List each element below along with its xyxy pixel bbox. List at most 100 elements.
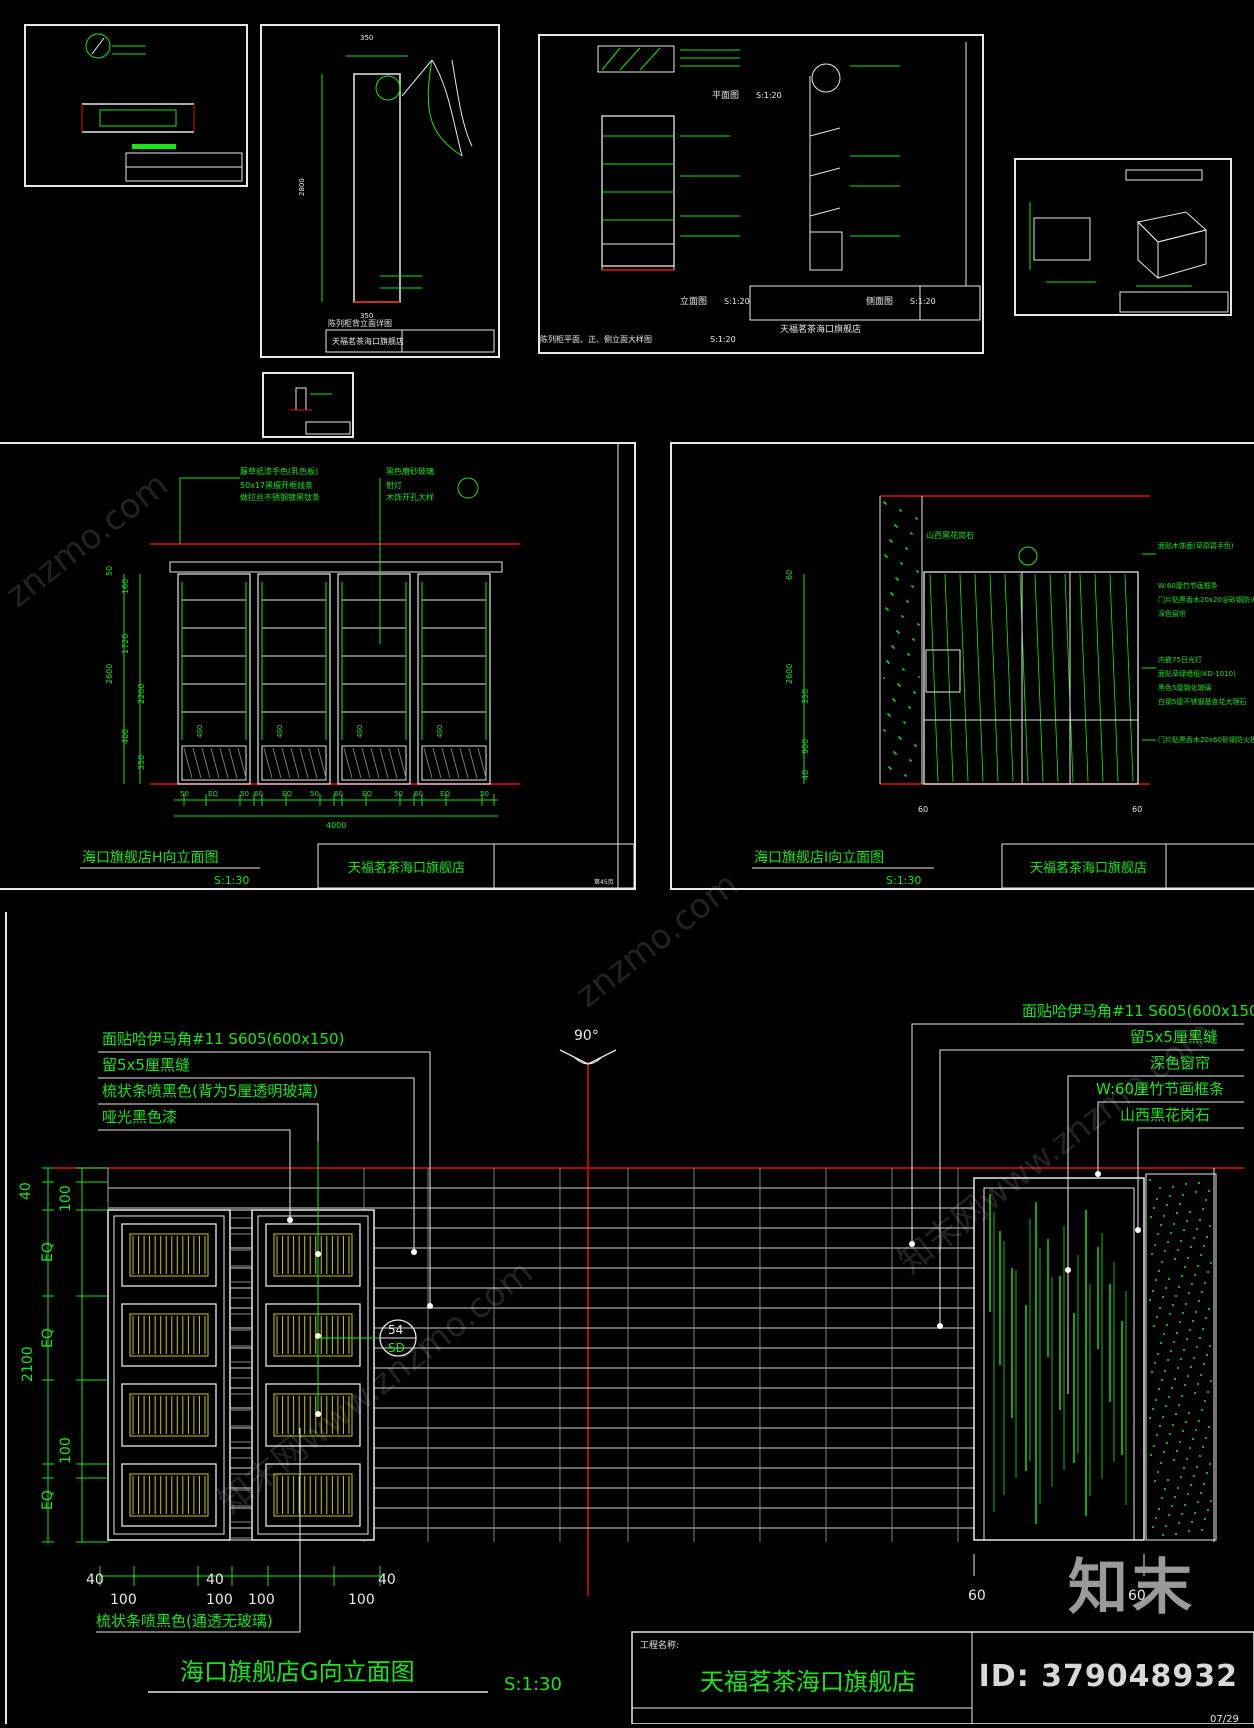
i-title: 海口旗舰店I向立面图 <box>754 850 884 866</box>
g-granite-speck <box>1179 1441 1181 1443</box>
g-granite-speck <box>1181 1513 1183 1515</box>
small-iso-drawing <box>1029 169 1229 313</box>
g-granite-speck <box>1152 1290 1154 1292</box>
h-dim-label: 50 <box>240 790 249 798</box>
g-granite-speck <box>1189 1447 1191 1449</box>
i-granite-speck <box>892 594 894 596</box>
i-granite-speck <box>900 738 902 740</box>
i-granite-speck <box>914 692 916 694</box>
g-dim-v-eq-1: EQ <box>40 1242 56 1262</box>
g-granite-speck <box>1193 1357 1195 1359</box>
h-scale: S:1:30 <box>214 874 249 887</box>
g-granite-speck <box>1209 1345 1211 1347</box>
g-granite-speck <box>1153 1445 1155 1447</box>
sheet2-dim-top: 350 <box>360 34 373 42</box>
i-granite-speck <box>895 753 897 755</box>
g-granite-speck <box>1153 1207 1155 1209</box>
i-project: 天福茗茶海口旗舰店 <box>1030 860 1147 876</box>
i-granite-speck <box>890 768 892 770</box>
h-base-hatch <box>237 747 247 779</box>
h-note-1: 50x17黑檀开框线条 <box>240 480 313 490</box>
g-granite-speck <box>1158 1270 1160 1272</box>
h-base <box>181 745 247 781</box>
g-dim-v-100-bottom: 100 <box>58 1437 74 1464</box>
g-granite-speck <box>1149 1299 1151 1301</box>
g-granite-speck <box>1195 1191 1197 1193</box>
g-granite-speck <box>1154 1362 1156 1364</box>
h-dim-total: 4000 <box>326 821 346 830</box>
g-granite-speck <box>1193 1237 1195 1239</box>
i-note-3: 门片贴黑香木20x20@砂钢防火板 <box>1158 595 1254 604</box>
g-granite-speck <box>1173 1223 1175 1225</box>
i-stripe <box>1079 573 1089 783</box>
g-dim-v-40: 40 <box>18 1182 34 1200</box>
g-granite-speck <box>1174 1258 1176 1260</box>
g-granite-speck <box>1202 1208 1204 1210</box>
g-granite-speck <box>1150 1454 1152 1456</box>
h-dim-v-2600: 2600 <box>105 664 114 684</box>
i-granite-speck <box>896 526 898 528</box>
i-note-7: 黑色5厘钢化玻璃 <box>1158 683 1211 692</box>
g-granite-speck <box>1203 1363 1205 1365</box>
sheet2-dim-height: 2800 <box>298 178 306 196</box>
h-base-hatch <box>352 747 362 779</box>
i-stripe <box>1049 573 1059 783</box>
g-granite-speck <box>1209 1463 1211 1465</box>
g-grille <box>129 1393 209 1437</box>
g-cabinet <box>107 1209 231 1541</box>
g-cabinet-inner <box>113 1215 225 1535</box>
g-dim-v-100-top: 100 <box>58 1185 74 1212</box>
g-granite-speck <box>1186 1338 1188 1340</box>
h-dim-label: EQ <box>208 790 218 798</box>
i-granite-speck <box>915 745 917 747</box>
h-base <box>421 745 487 781</box>
i-granite-speck <box>891 541 893 543</box>
g-granite-speck <box>1201 1409 1203 1411</box>
h-base-hatch <box>441 747 451 779</box>
g-granite-speck <box>1199 1337 1201 1339</box>
h-note-4: 射灯 <box>386 480 402 490</box>
g-granite-speck <box>1174 1496 1176 1498</box>
h-base-hatch <box>397 747 407 779</box>
i-elevation-drawing: 山西黑花岗石 面贴木饰面(草原碧手色) W:60厘竹节画框条 门片贴黑香木20x… <box>752 495 1254 889</box>
sheet-g-elevation: 90° 面贴哈伊马角#11 S605(600x150) 留5x5厘黑缝 梳状条喷… <box>0 912 1254 1725</box>
i-granite-speck <box>888 662 890 664</box>
g-granite-speck <box>1167 1359 1169 1361</box>
g-granite-speck <box>1170 1350 1172 1352</box>
g-granite-speck <box>1173 1341 1175 1343</box>
g-granite-speck <box>1208 1190 1210 1192</box>
i-stripe <box>944 573 954 783</box>
g-granite-speck <box>1183 1349 1185 1351</box>
h-dim-v-50: 50 <box>105 566 114 576</box>
i-granite-speck <box>902 616 904 618</box>
g-panel-frame <box>121 1383 217 1447</box>
i-stripe <box>1064 573 1074 783</box>
i-stripe <box>974 573 984 783</box>
g-titleblock-label: 工程名称: <box>640 1639 679 1651</box>
g-granite-speck <box>1175 1533 1177 1535</box>
g-granite-speck <box>1166 1324 1168 1326</box>
h-base-hatch <box>263 747 273 779</box>
g-granite-speck <box>1180 1240 1182 1242</box>
h-base <box>341 745 407 781</box>
h-base <box>261 745 327 781</box>
g-granite-speck <box>1173 1459 1175 1461</box>
h-dim-label: EQ <box>440 790 450 798</box>
g-granite-speck <box>1193 1475 1195 1477</box>
g-granite-speck <box>1197 1501 1199 1503</box>
g-dim-h-100-d: 100 <box>348 1592 375 1608</box>
g-grille <box>273 1313 353 1357</box>
i-granite-speck <box>912 586 914 588</box>
g-granite-speck <box>1191 1521 1193 1523</box>
g-granite-speck <box>1210 1380 1212 1382</box>
g-granite-speck <box>1156 1316 1158 1318</box>
i-granite-speck <box>916 518 918 520</box>
h-cabinet <box>177 573 251 785</box>
i-note-9: 门片贴黑香木20x60砂钢防火板 <box>1158 735 1254 744</box>
cabinet-back-drawing: 350 2800 350 陈列柜背立面详图 天福茗茶海口旗舰店 <box>298 34 495 353</box>
g-granite-speck <box>1181 1395 1183 1397</box>
i-granite-speck <box>885 503 887 505</box>
g-dim-h-100-a: 100 <box>110 1592 137 1608</box>
h-base-hatch <box>272 747 282 779</box>
g-granite-speck <box>1161 1497 1163 1499</box>
